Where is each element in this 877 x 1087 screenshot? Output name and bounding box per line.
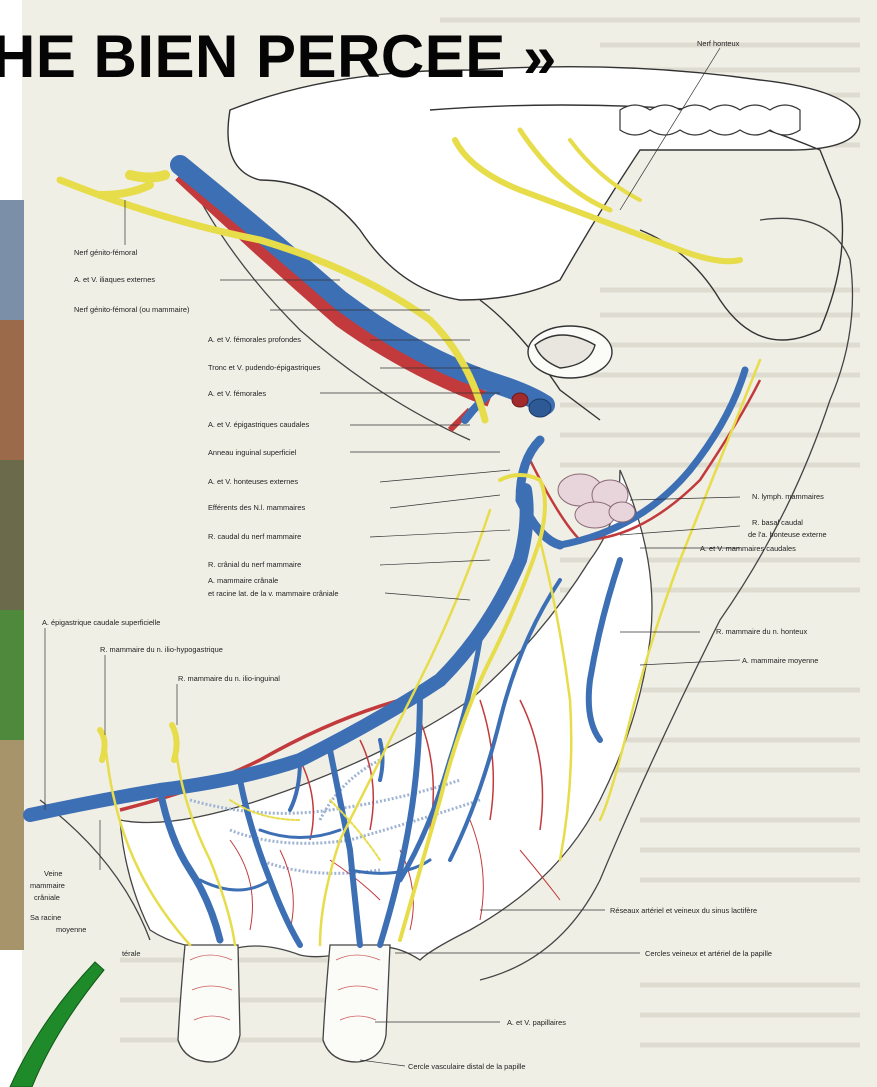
label-veine-craniale-3: crâniale — [34, 893, 60, 902]
label-n-lymph: N. lymph. mammaires — [752, 492, 824, 501]
label-racine-lat: et racine lat. de la v. mammaire crânial… — [208, 589, 338, 598]
label-honteuses-externes: A. et V. honteuses externes — [208, 477, 298, 486]
label-r-basal-1: R. basal caudal — [752, 518, 803, 527]
label-r-basal-2: de l'a. honteuse externe — [748, 530, 827, 539]
label-femorales-profondes: A. et V. fémorales profondes — [208, 335, 301, 344]
vertebrae — [620, 105, 800, 135]
label-mammaires-caudales: A. et V. mammaires caudales — [700, 544, 796, 553]
label-sa-racine-2: moyenne — [56, 925, 86, 934]
label-cercle-distal: Cercle vasculaire distal de la papille — [408, 1062, 526, 1071]
label-anneau-inguinal: Anneau inguinal superficiel — [208, 448, 297, 457]
label-genito-femoral-mammaire: Nerf génito-fémoral (ou mammaire) — [74, 305, 189, 314]
label-efferents: Efférents des N.l. mammaires — [208, 503, 306, 512]
label-sa-racine-1: Sa racine — [30, 913, 61, 922]
label-r-cranial-nerf: R. crânial du nerf mammaire — [208, 560, 301, 569]
label-r-ilio-hypogastrique: R. mammaire du n. ilio-hypogastrique — [100, 645, 223, 654]
label-r-mammaire-honteux: R. mammaire du n. honteux — [716, 627, 807, 636]
label-veine-craniale-1: Veine — [44, 869, 63, 878]
label-iliaques-externes: A. et V. iliaques externes — [74, 275, 155, 284]
label-epigastrique-superficielle: A. épigastrique caudale superficielle — [42, 618, 160, 627]
label-pudendo-epigastriques: Tronc et V. pudendo-épigastriques — [208, 363, 321, 372]
label-cercles: Cercles veineux et artériel de la papill… — [645, 949, 772, 958]
label-mammaire-moyenne: A. mammaire moyenne — [742, 656, 818, 665]
label-a-mammaire-craniale: A. mammaire crânale — [208, 576, 278, 585]
label-genito-femoral: Nerf génito-fémoral — [74, 248, 138, 257]
label-reseaux: Réseaux artériel et veineux du sinus lac… — [610, 906, 757, 915]
label-laterale: térale — [122, 949, 141, 958]
label-epigastriques-caudales: A. et V. épigastriques caudales — [208, 420, 310, 429]
label-nerf-honteux: Nerf honteux — [697, 39, 740, 48]
label-r-ilio-inguinal: R. mammaire du n. ilio-inguinal — [178, 674, 280, 683]
slide-title: HE BIEN PERCEE » — [0, 22, 557, 91]
left-photo-strip — [0, 200, 24, 950]
label-veine-craniale-2: mammaire — [30, 881, 65, 890]
label-r-caudal-nerf: R. caudal du nerf mammaire — [208, 532, 301, 541]
label-papillaires: A. et V. papillaires — [507, 1018, 566, 1027]
label-femorales: A. et V. fémorales — [208, 389, 266, 398]
